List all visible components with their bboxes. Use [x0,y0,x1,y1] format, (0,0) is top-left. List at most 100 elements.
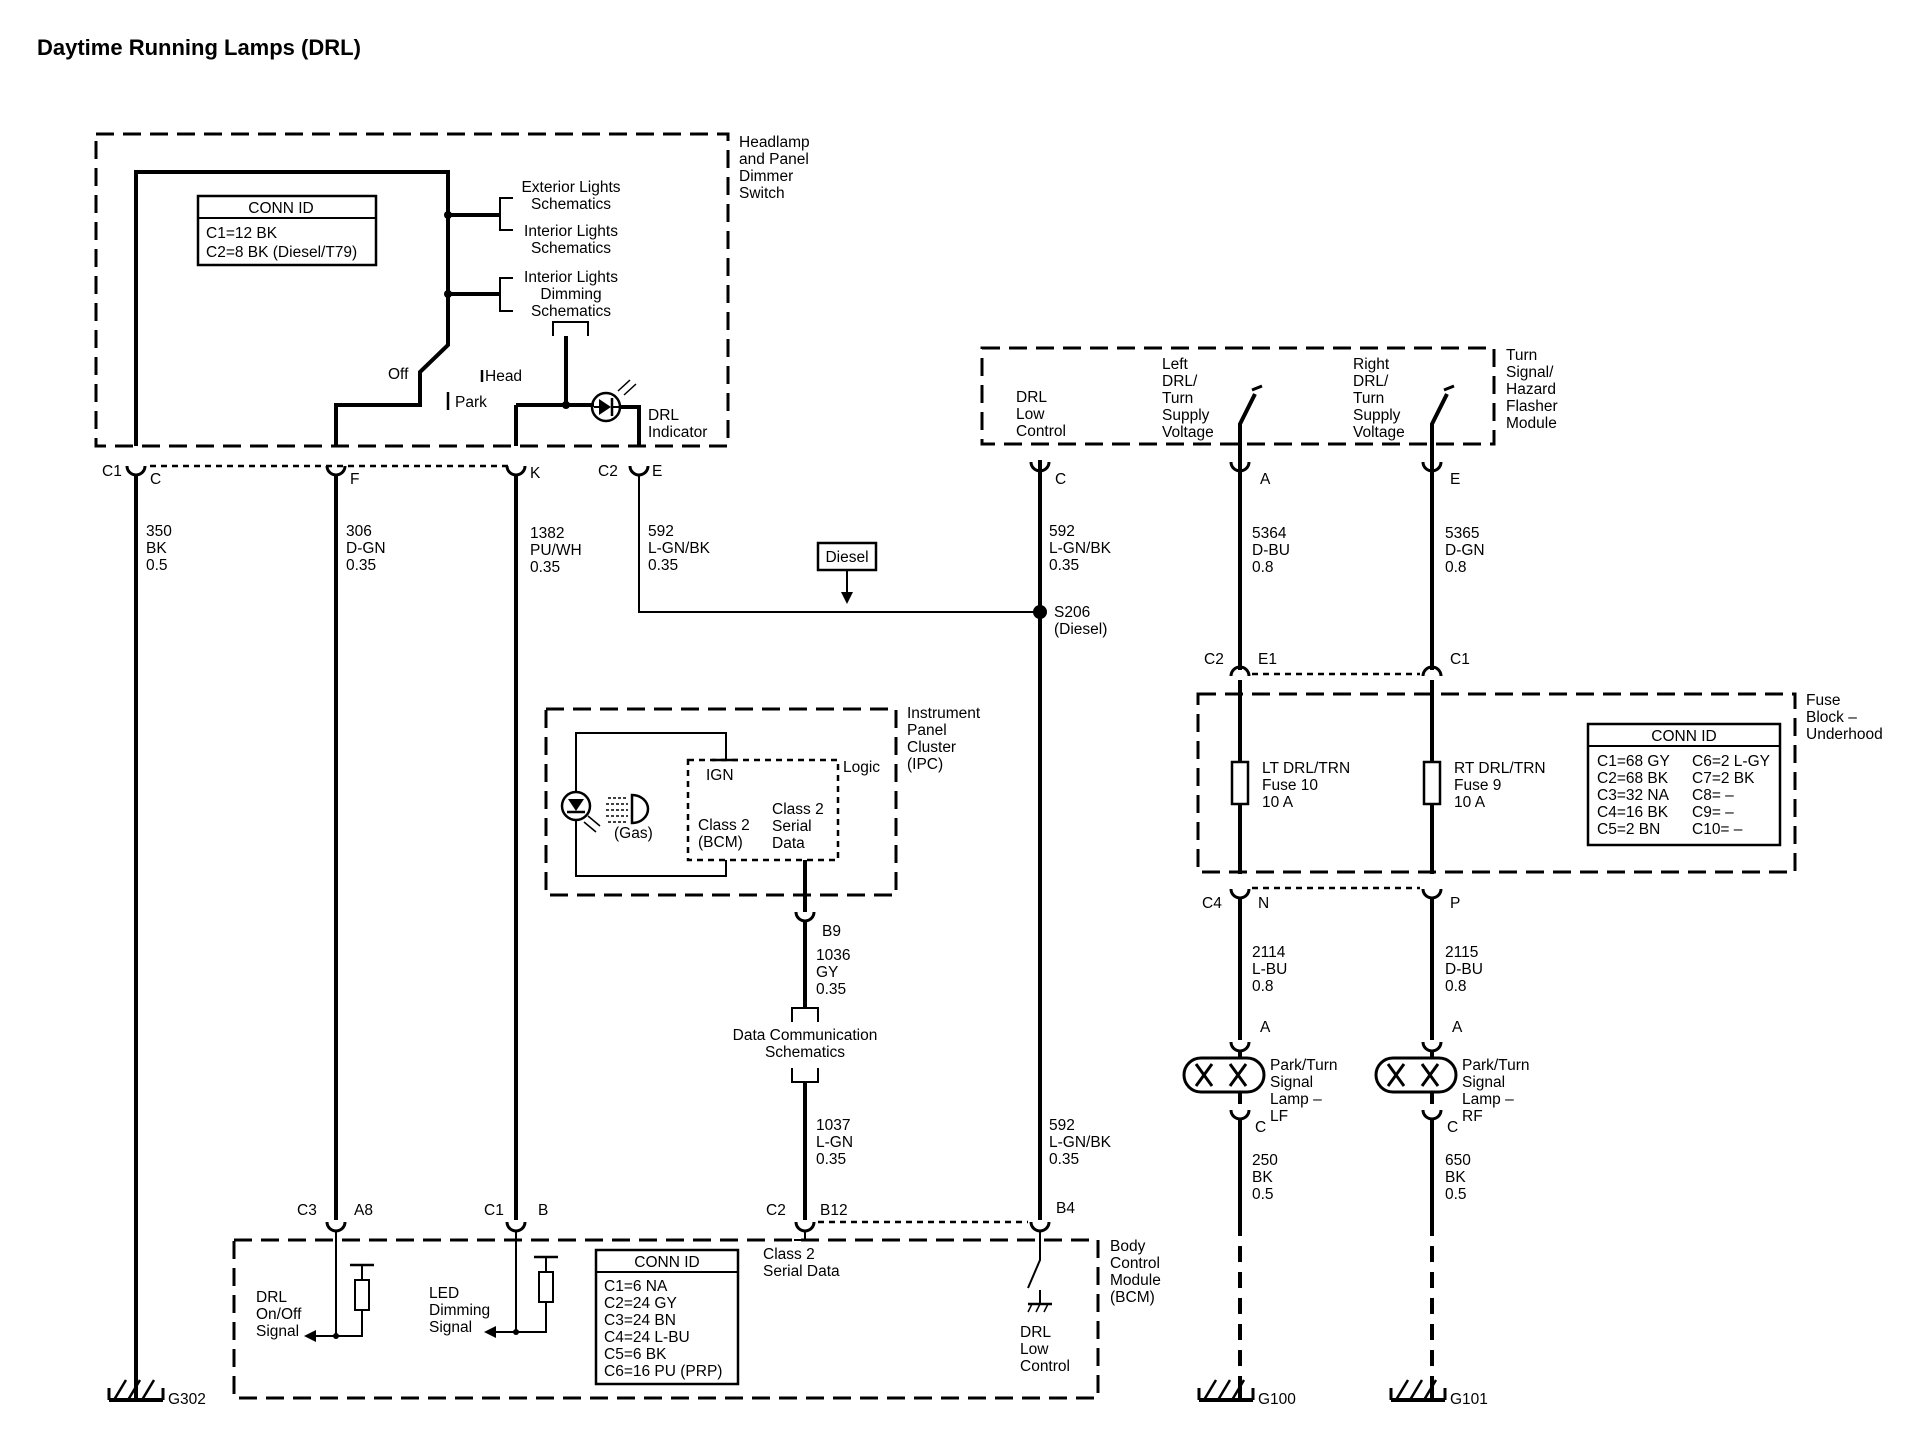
fuse-pin-c2: C2 [1204,651,1224,668]
svg-text:0.8: 0.8 [1252,559,1274,576]
bcm-drl-onoff-label: DRL On/Off Signal [256,1289,302,1340]
svg-text:Lamp –: Lamp – [1462,1091,1514,1108]
fuse-9-icon [1422,760,1442,806]
switch-off-label: Off [388,366,409,383]
svg-text:Interior Lights: Interior Lights [524,223,618,240]
ref-bracket-dimming [499,277,513,312]
bcm-label: Body Control Module (BCM) [1110,1238,1161,1306]
svg-text:DRL: DRL [1016,389,1047,406]
svg-text:BK: BK [146,540,167,557]
left-supply-switch [1238,393,1257,444]
svg-text:C7=2 BK: C7=2 BK [1692,770,1755,787]
svg-text:306: 306 [346,523,372,540]
svg-text:Signal/: Signal/ [1506,364,1554,381]
bcm-pin-b4: B4 [1056,1200,1075,1217]
svg-text:DRL: DRL [648,407,679,424]
svg-text:Low: Low [1016,406,1045,423]
svg-text:C6=2 L-GY: C6=2 L-GY [1692,753,1770,770]
data-comm-bracket-top [791,1007,819,1022]
svg-text:Right: Right [1353,356,1390,373]
svg-text:BK: BK [1445,1169,1466,1186]
svg-text:5365: 5365 [1445,525,1479,542]
svg-text:RT DRL/TRN: RT DRL/TRN [1454,760,1546,777]
svg-text:PU/WH: PU/WH [530,542,582,559]
svg-text:Class 2: Class 2 [763,1246,815,1263]
tsm-right-supply: Right DRL/ Turn Supply Voltage [1353,356,1405,441]
svg-text:C5=2 BN: C5=2 BN [1597,821,1660,838]
fuse-pin-e1: E1 [1258,651,1277,668]
svg-text:Module: Module [1110,1272,1161,1289]
svg-text:Low: Low [1020,1341,1049,1358]
rt-drl-fuse-label: RT DRL/TRN Fuse 9 10 A [1454,760,1546,811]
svg-text:Signal: Signal [1270,1074,1313,1091]
splice-s206 [1033,605,1047,619]
svg-text:C1=12 BK: C1=12 BK [206,225,278,242]
page-title: Daytime Running Lamps (DRL) [37,35,361,60]
svg-text:Lamp –: Lamp – [1270,1091,1322,1108]
bcm-serial-data-label: Class 2 Serial Data [763,1246,840,1280]
ipc-ign-label: IGN [706,767,734,784]
svg-text:Fuse 9: Fuse 9 [1454,777,1501,794]
svg-text:1382: 1382 [530,525,564,542]
svg-text:Cluster: Cluster [907,739,956,756]
svg-text:Schematics: Schematics [765,1044,845,1061]
ref-bracket-exterior [499,197,513,231]
svg-text:10 A: 10 A [1262,794,1294,811]
svg-text:Class 2: Class 2 [772,801,824,818]
tsm-pin-c: C [1055,471,1066,488]
svg-text:0.35: 0.35 [346,557,376,574]
lamp-rf-pin-c: C [1447,1119,1458,1136]
svg-text:10 A: 10 A [1454,794,1486,811]
bcm-pin-c1: C1 [484,1202,504,1219]
svg-text:0.8: 0.8 [1445,559,1467,576]
bcm-drl-low-label: DRL Low Control [1020,1324,1070,1375]
ground-g100-label: G100 [1258,1391,1296,1408]
ref-bracket-dimming-bottom [552,321,589,336]
svg-text:C2=68 BK: C2=68 BK [1597,770,1669,787]
svg-text:5364: 5364 [1252,525,1287,542]
bcm-pin-c3: C3 [297,1202,317,1219]
svg-text:2115: 2115 [1445,944,1478,961]
svg-text:On/Off: On/Off [256,1306,302,1323]
svg-text:L-GN: L-GN [816,1134,853,1151]
svg-text:592: 592 [648,523,674,540]
svg-text:Hazard: Hazard [1506,381,1556,398]
svg-text:Control: Control [1016,423,1066,440]
ipc-label: Instrument Panel Cluster (IPC) [907,705,981,773]
switch-head-label: Head [485,368,522,385]
svg-text:(BCM): (BCM) [698,834,743,851]
svg-text:Park/Turn: Park/Turn [1462,1057,1529,1074]
svg-text:Data Communication: Data Communication [733,1027,878,1044]
svg-text:Turn: Turn [1506,347,1537,364]
svg-text:Instrument: Instrument [907,705,981,722]
svg-text:Data: Data [772,835,805,852]
svg-text:Panel: Panel [907,722,947,739]
ipc-indicator-circuit [575,732,727,877]
svg-text:Dimmer: Dimmer [739,168,793,185]
svg-text:0.35: 0.35 [816,1151,846,1168]
ground-g101-label: G101 [1450,1391,1488,1408]
dimmer-internal-wire [134,170,450,446]
bcm-pin-a8: A8 [354,1202,373,1219]
svg-text:C10= –: C10= – [1692,821,1743,838]
svg-text:C3=32 NA: C3=32 NA [1597,787,1670,804]
svg-text:L-BU: L-BU [1252,961,1287,978]
svg-text:Turn: Turn [1162,390,1193,407]
svg-text:250: 250 [1252,1152,1278,1169]
fuse-block-box [1196,692,1797,874]
dimmer-switch-box [94,132,730,448]
switch-park-label: Park [455,394,487,411]
svg-text:592: 592 [1049,523,1075,540]
svg-text:Left: Left [1162,356,1189,373]
lamp-rf-pin-a: A [1452,1019,1463,1036]
svg-text:1037: 1037 [816,1117,850,1134]
lamp-lf-pin-a: A [1260,1019,1271,1036]
bcm-pullup-resistor-1 [354,1279,370,1311]
ipc-gas-label: (Gas) [614,825,653,842]
bcm-drl-onoff-circuit [316,1230,337,1337]
wire-592-diesel [638,474,1040,613]
